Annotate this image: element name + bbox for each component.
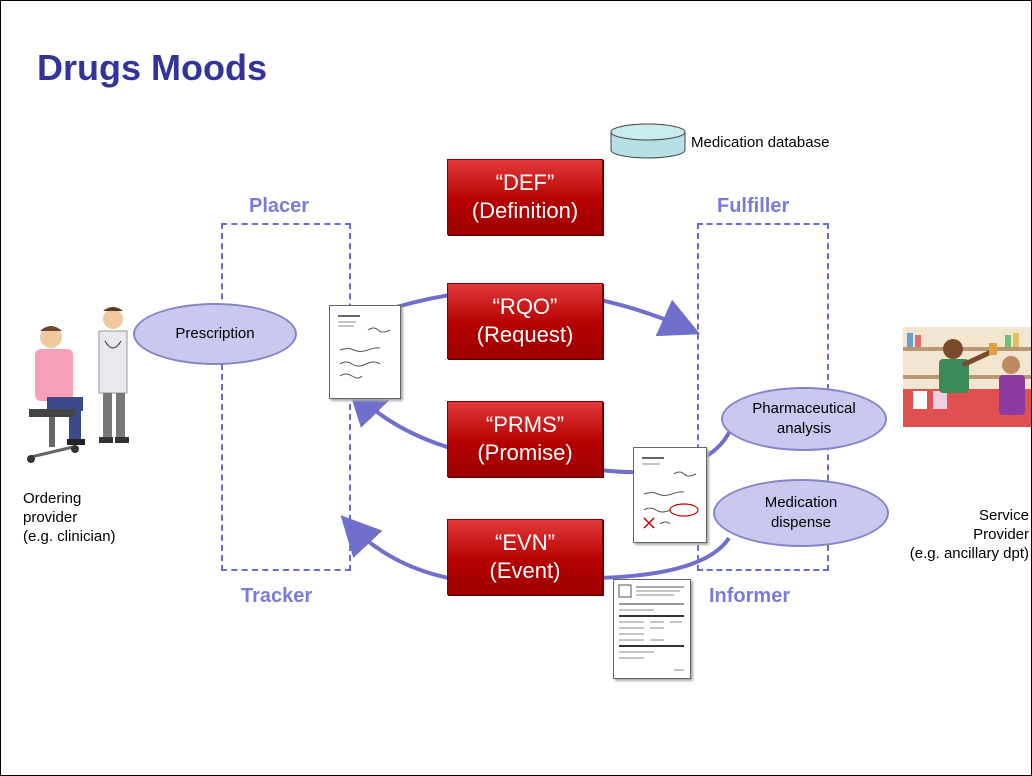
caption-line: Provider (973, 526, 1029, 543)
caption-line: (e.g. clinician) (23, 528, 116, 545)
mood-code: “RQO” (492, 294, 558, 319)
dispense-label-2: dispense (770, 514, 832, 531)
promise-document-icon (633, 447, 707, 543)
mood-name: (Promise) (477, 440, 573, 465)
mood-code: “EVN” (495, 530, 555, 555)
mood-def: “DEF” (Definition) (447, 159, 603, 235)
pharmaceutical-analysis-oval: Pharmaceutical analysis (721, 387, 887, 451)
mood-evn: “EVN” (Event) (447, 519, 603, 595)
ordering-provider-caption: Ordering provider (e.g. clinician) (23, 489, 116, 546)
database-cylinder-icon (610, 123, 686, 159)
mood-rqo: “RQO” (Request) (447, 283, 603, 359)
service-provider-caption: Service Provider (e.g. ancillary dpt) (873, 506, 1029, 563)
analysis-label-2: analysis (776, 420, 832, 437)
pharmacy-icon (903, 327, 1031, 427)
fulfiller-label: Fulfiller (717, 195, 790, 217)
analysis-label-1: Pharmaceutical (752, 400, 856, 417)
prescription-oval: Prescription (133, 303, 297, 365)
caption-line: Ordering (23, 490, 82, 507)
mood-name: (Request) (476, 322, 574, 347)
medication-dispense-oval: Medication dispense (713, 479, 889, 547)
prescription-document-icon (329, 305, 401, 399)
placer-label: Placer (249, 195, 310, 217)
mood-name: (Event) (489, 558, 561, 583)
database-label: Medication database (691, 134, 830, 151)
informer-label: Informer (709, 585, 791, 607)
clinician-icon (27, 307, 129, 463)
caption-line: (e.g. ancillary dpt) (909, 545, 1029, 562)
event-report-document-icon (613, 579, 691, 679)
mood-code: “PRMS” (485, 412, 565, 437)
mood-prms: “PRMS” (Promise) (447, 401, 603, 477)
caption-line: provider (23, 509, 78, 526)
mood-code: “DEF” (495, 170, 555, 195)
mood-name: (Definition) (471, 198, 579, 223)
tracker-label: Tracker (241, 585, 313, 607)
caption-line: Service (978, 507, 1029, 524)
dispense-label-1: Medication (764, 494, 838, 511)
page-title: Drugs Moods (37, 47, 267, 88)
prescription-label: Prescription (175, 325, 255, 342)
